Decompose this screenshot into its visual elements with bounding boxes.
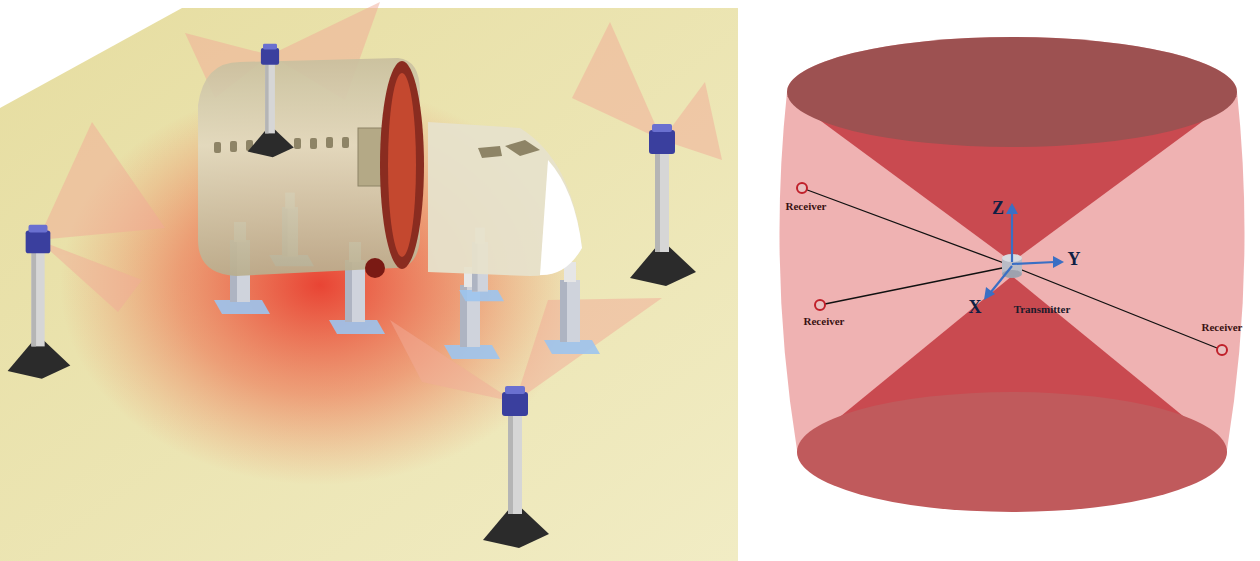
art-circle [1217,345,1227,355]
art-polygon [984,287,995,300]
transmitter-label: Transmitter [1014,303,1071,315]
art-ellipse [380,61,424,269]
art-line [820,266,1012,305]
art-polygon [390,320,515,402]
receiver-label: Receiver [1202,321,1243,333]
art-line [991,266,1012,292]
art-path [478,146,502,158]
art-line [1012,262,1055,264]
art-path [428,122,582,276]
art-use [248,44,294,157]
measurement-stands [8,44,696,548]
transmitter-workspace [779,37,1244,512]
art-polygon [572,22,662,140]
art-path [505,140,540,156]
art-line [1011,212,1013,262]
art-ellipse [797,392,1227,512]
art-use [483,386,549,548]
art-circle [815,300,825,310]
receivers [797,183,1227,355]
art-circle [365,258,385,278]
axis-label: Z [992,199,1004,219]
floor-scene [0,0,740,561]
receiver-label: Receiver [786,200,827,212]
art-use [630,124,696,286]
art-line [1012,266,1222,350]
art-rect [294,138,301,149]
art-rect [326,137,333,148]
laser-beams [38,2,722,402]
axis-label: Y [1068,250,1081,270]
art-circle [797,183,807,193]
receiver-label: Receiver [804,315,845,327]
fuselage [198,58,582,278]
art-polygon [1006,203,1018,214]
art-rect [310,138,317,149]
art-rect [230,141,237,152]
art-ellipse [787,37,1237,147]
art-ellipse [388,73,416,257]
art-rect [0,0,740,561]
art-polygon [38,240,142,312]
art-rect [358,128,382,186]
art-path [540,160,582,275]
art-use [8,225,71,379]
art-polygon [1053,256,1064,268]
art-rect [214,142,221,153]
art-polygon [38,122,165,240]
art-rect [342,137,349,148]
art-polygon [0,8,738,561]
art-line [802,188,1012,266]
art-use [544,262,600,354]
axis-label: X [969,298,982,318]
art-g [802,188,1222,350]
